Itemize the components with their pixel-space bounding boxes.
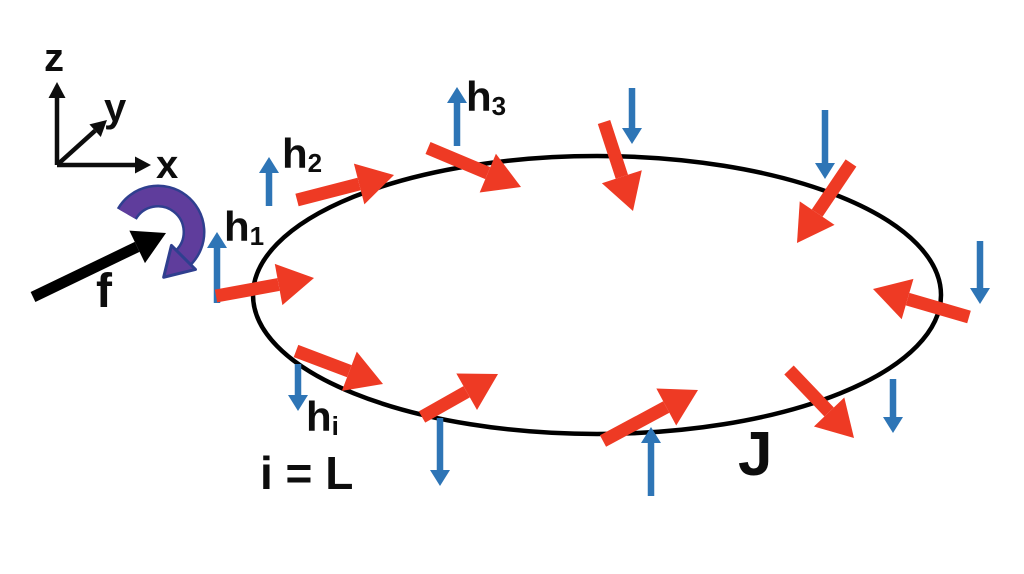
spin-arrow bbox=[293, 344, 383, 391]
spin-arrow bbox=[599, 388, 698, 447]
label-h1: h1 bbox=[224, 203, 265, 252]
axis-z-arrow bbox=[48, 82, 66, 165]
field-arrow bbox=[622, 88, 642, 144]
axis-x-arrow bbox=[57, 156, 151, 174]
label-coupling-j: J bbox=[738, 420, 773, 489]
field-arrow bbox=[815, 110, 835, 179]
label-h3: h3 bbox=[466, 73, 507, 122]
spin-arrow bbox=[214, 263, 314, 306]
field-arrows bbox=[207, 87, 990, 496]
force-arrow-group bbox=[30, 230, 166, 302]
field-arrow bbox=[641, 427, 661, 496]
label-hi: hi bbox=[306, 393, 339, 442]
force-arrow bbox=[30, 230, 166, 302]
label-site-count: i = L bbox=[260, 447, 354, 499]
spin-arrow bbox=[295, 163, 394, 207]
spin-ring-ellipse bbox=[250, 153, 944, 437]
field-arrow bbox=[447, 87, 467, 146]
spin-arrow bbox=[797, 159, 857, 243]
spin-arrow bbox=[873, 278, 971, 324]
label-z-axis: z bbox=[44, 36, 64, 80]
field-arrow bbox=[430, 418, 450, 486]
label-h2: h2 bbox=[282, 130, 323, 179]
label-x-axis: x bbox=[156, 143, 179, 187]
spin-arrow bbox=[418, 373, 498, 423]
spin-arrows bbox=[214, 119, 971, 447]
coordinate-axes bbox=[48, 82, 151, 174]
torque-arc-arrow bbox=[116, 184, 206, 279]
axis-y-arrow bbox=[55, 120, 107, 167]
spin-arrow bbox=[597, 119, 642, 211]
field-arrow bbox=[970, 241, 990, 304]
label-force-f: f bbox=[96, 265, 112, 318]
field-arrow bbox=[883, 379, 903, 433]
spin-arrow bbox=[784, 365, 854, 438]
field-arrow bbox=[288, 364, 308, 411]
field-arrow bbox=[259, 157, 279, 206]
spin-arrow bbox=[425, 142, 521, 193]
label-y-axis: y bbox=[104, 86, 127, 130]
